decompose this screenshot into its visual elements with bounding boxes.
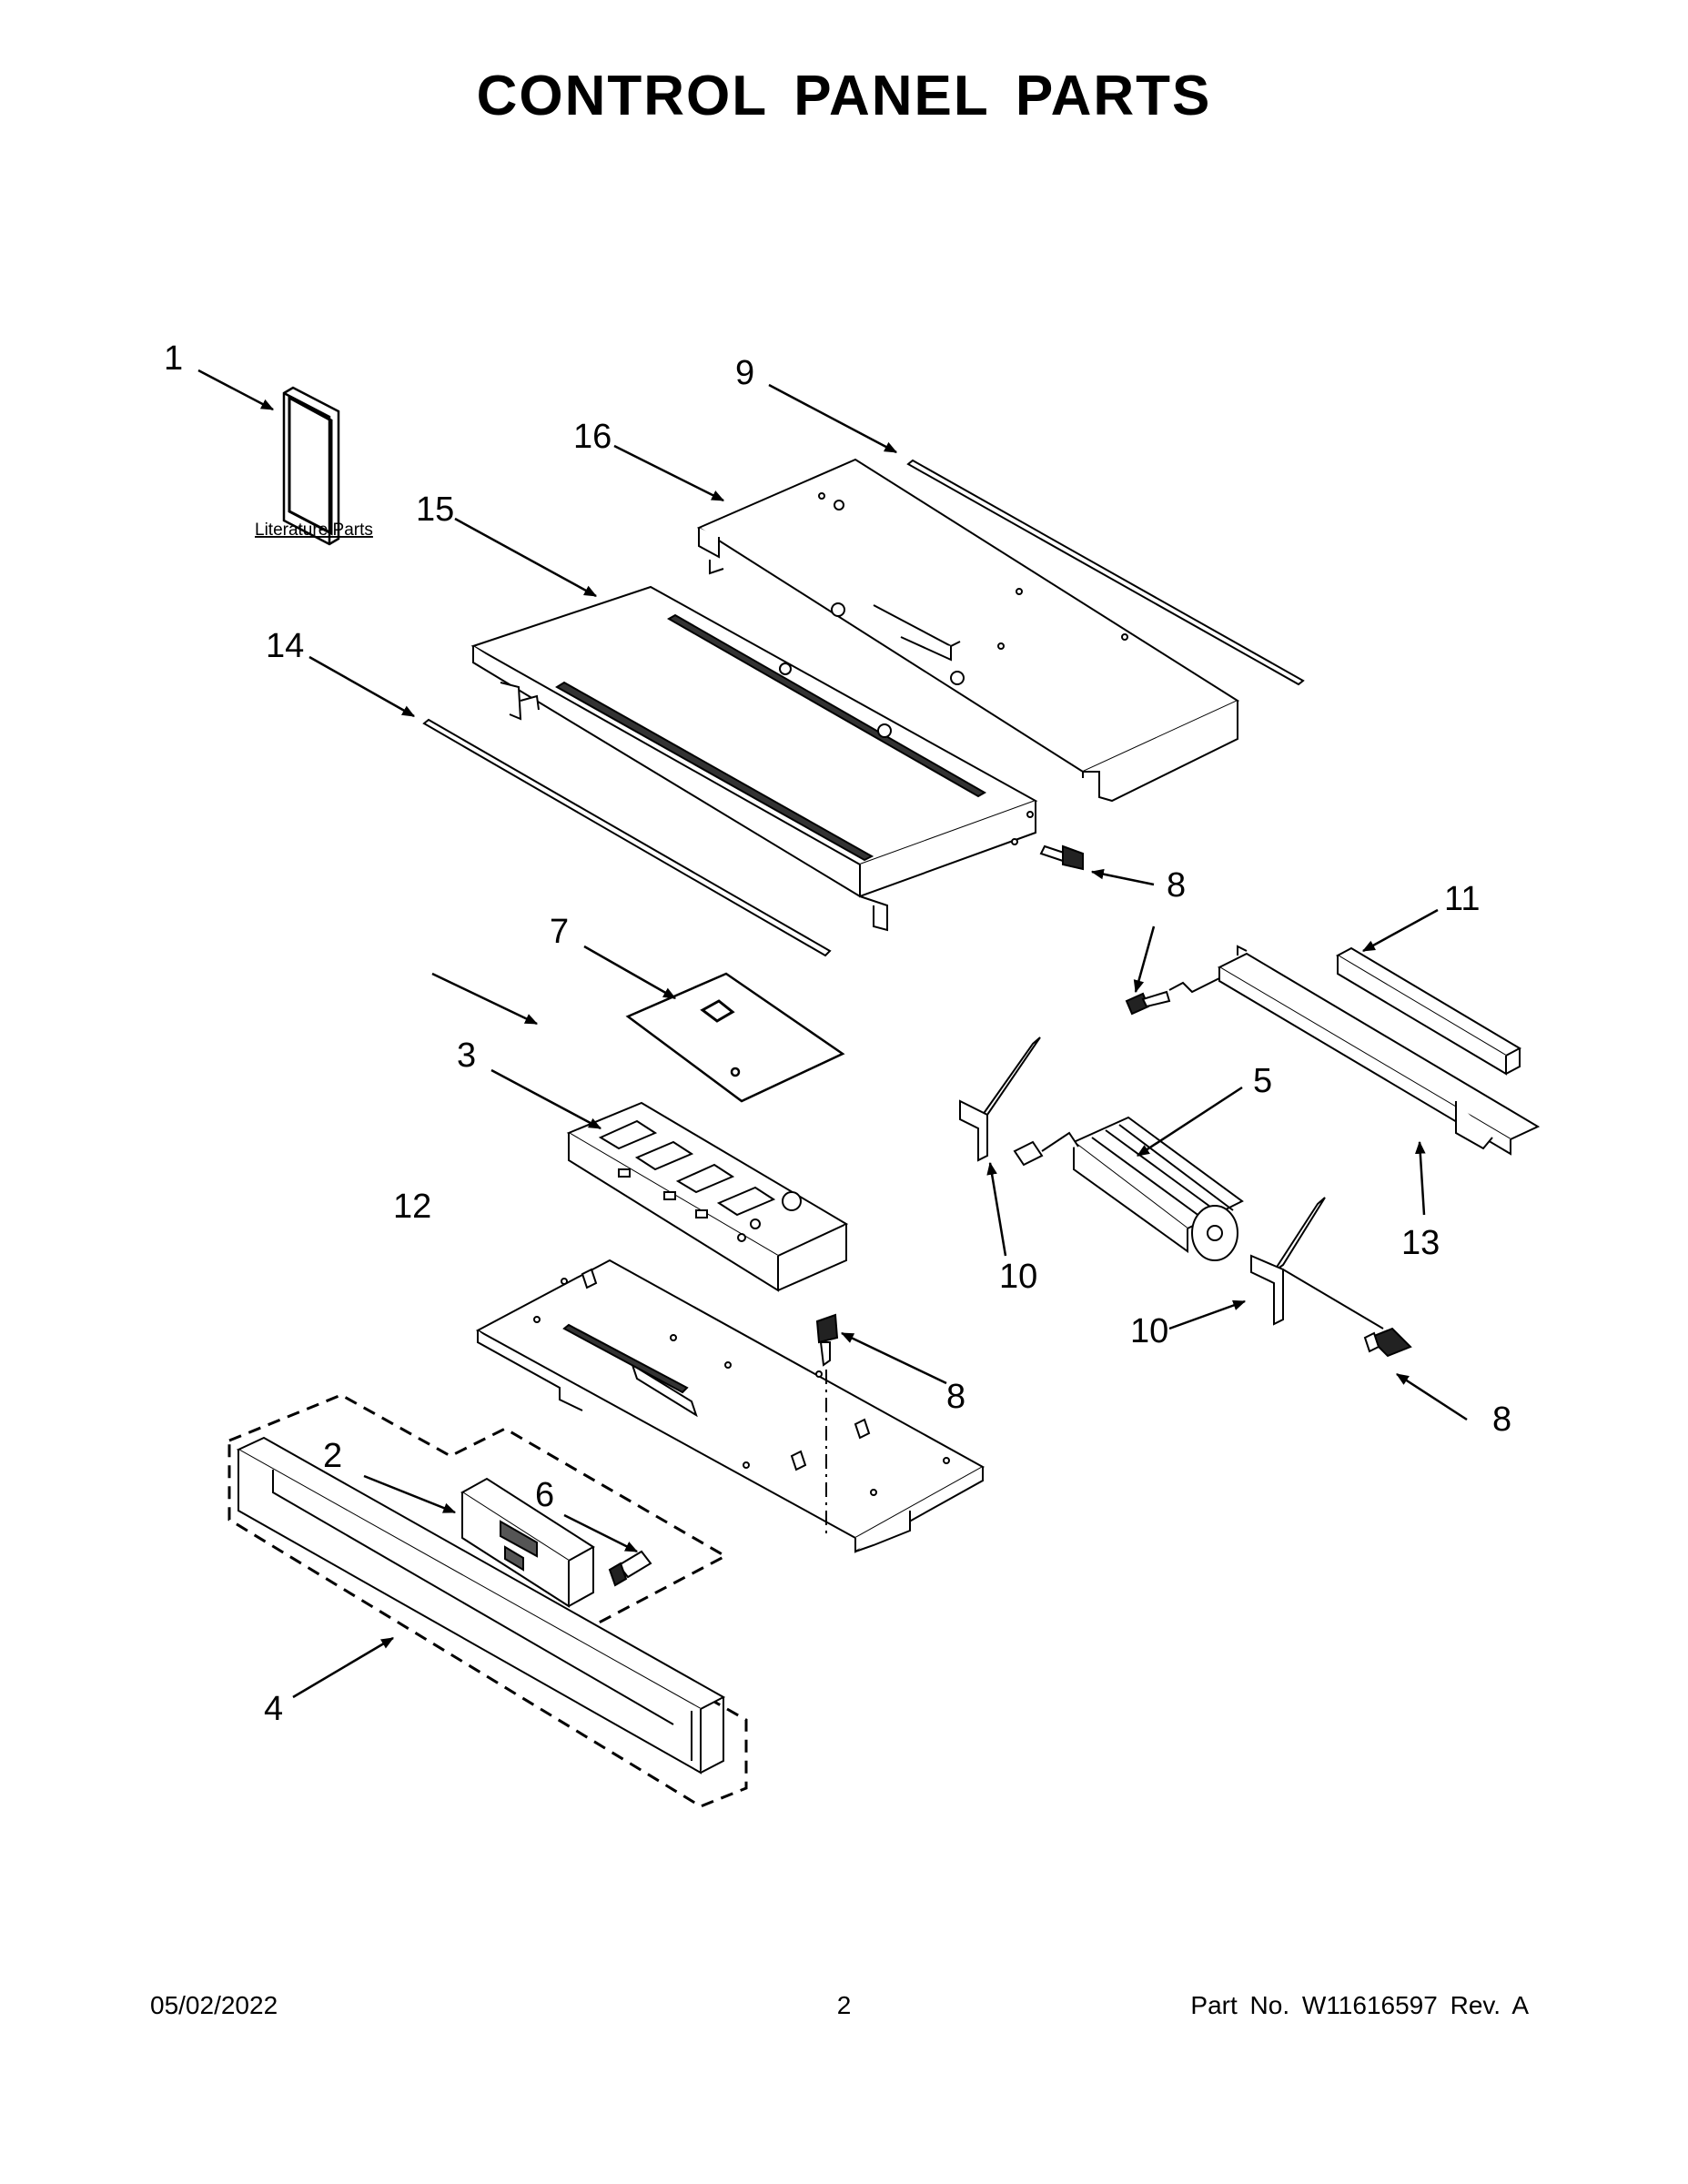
callout-10-left: 10 [999,1258,1037,1296]
callout-15: 15 [416,490,454,529]
callout-7: 7 [550,913,569,951]
footer-part-info: Part No. W11616597 Rev. A [1190,1991,1529,2019]
page-title: CONTROL PANEL PARTS [476,65,1212,127]
callout-3: 3 [457,1036,476,1075]
part-4-front-panel [236,1436,726,1774]
callout-5: 5 [1253,1062,1272,1100]
literature-parts-booklet [282,386,340,546]
part-3-control-board [566,1101,849,1292]
callout-8-center: 8 [946,1378,965,1416]
part-12-base-plate [475,1259,986,1553]
part-8-screw-b [1125,977,1220,1016]
part-15-housing [470,585,1038,932]
callout-6: 6 [535,1476,554,1514]
callout-13: 13 [1401,1224,1440,1262]
part-6-screw [608,1550,652,1587]
literature-parts-label: Literature Parts [255,521,373,540]
part-14-strip [422,718,832,957]
callout-4: 4 [264,1690,283,1728]
part-8-screw-a [1039,844,1084,871]
part-16-top-plate [696,458,1240,803]
callout-16: 16 [573,418,612,456]
footer-date: 05/02/2022 [150,1991,278,2019]
callout-9: 9 [735,354,754,392]
part-7-pad [625,972,845,1103]
leader-arrows [197,369,1468,1699]
callout-8-right: 8 [1492,1400,1511,1439]
callout-2: 2 [323,1437,342,1475]
part-13-rail [1217,945,1541,1156]
callout-8-upper: 8 [1167,866,1186,905]
callout-10-right: 10 [1130,1312,1168,1350]
footer-page-number: 2 [836,1991,852,2019]
part-9-strip [906,459,1305,686]
part-10-bracket-a [959,1036,1041,1162]
part-8-screw-c [815,1313,839,1533]
part-8-screw-d [1363,1327,1412,1358]
part-10-bracket-b [1250,1197,1384,1330]
callout-12: 12 [393,1188,431,1226]
callout-1: 1 [164,339,183,378]
part-5-blower-fan [1013,1116,1244,1261]
callout-14: 14 [266,627,304,665]
callout-11: 11 [1444,880,1480,918]
part-11-bar [1335,946,1522,1076]
part-2-display-board [460,1477,595,1608]
